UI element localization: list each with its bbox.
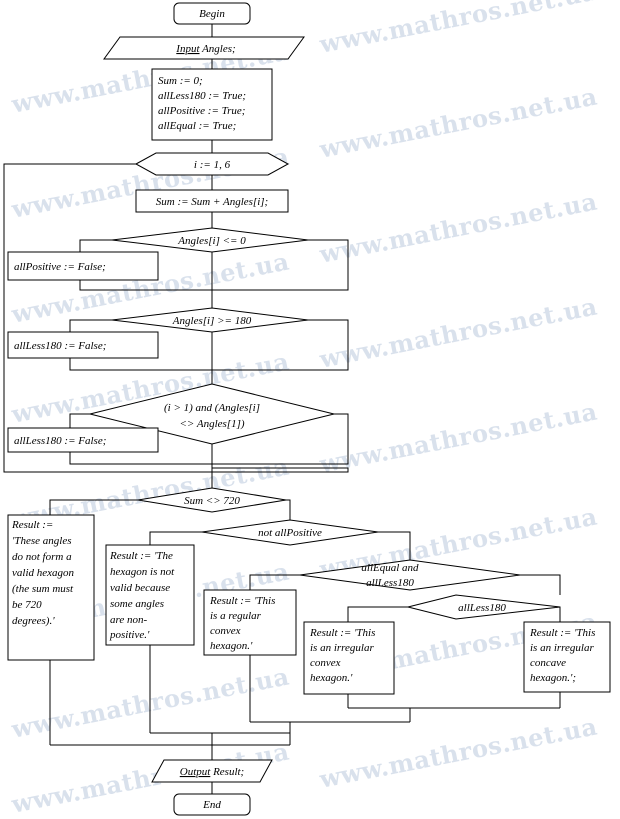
cond-less180-diamond: allLess180 bbox=[407, 594, 561, 620]
init-process: Sum := 0; allLess180 := True; allPositiv… bbox=[151, 68, 273, 141]
sum-process: Sum := Sum + Angles[i]; bbox=[135, 189, 289, 213]
begin-label: Begin bbox=[199, 8, 225, 20]
cond-ge180-label: Angles[i] >= 180 bbox=[172, 315, 252, 327]
init-line: allLess180 := True; bbox=[158, 90, 246, 102]
result-line: convex bbox=[310, 657, 341, 669]
cond-regular-label: allLess180 bbox=[366, 577, 414, 589]
end-terminal: End bbox=[173, 793, 251, 816]
result-line: are non- bbox=[110, 614, 148, 626]
init-line: allEqual := True; bbox=[158, 120, 236, 132]
result-invalid-sum-process: Result := 'These angles do not form a va… bbox=[7, 514, 95, 661]
result-line: valid hexagon bbox=[12, 567, 75, 579]
cond-regular-diamond: allEqual and allLess180 bbox=[299, 559, 521, 591]
result-line: concave bbox=[530, 657, 566, 669]
output-parallelogram: Output Result; bbox=[151, 759, 273, 783]
result-line: Result := 'The bbox=[109, 550, 173, 562]
cond-equal-label: (i > 1) and (Angles[i] bbox=[164, 402, 260, 414]
result-line: convex bbox=[210, 625, 241, 637]
result-line: hexagon.'; bbox=[530, 672, 576, 684]
cond-sum-label: Sum <> 720 bbox=[184, 495, 240, 507]
result-line: hexagon.' bbox=[310, 672, 353, 684]
result-line: some angles bbox=[110, 598, 164, 610]
result-irregular-convex-process: Result := 'This is an irregular convex h… bbox=[303, 621, 395, 695]
allpositive-false-process: allPositive := False; bbox=[7, 251, 159, 281]
input-rest: Angles; bbox=[200, 43, 236, 55]
result-line: valid because bbox=[110, 582, 170, 594]
input-label: Input Angles; bbox=[175, 43, 235, 55]
cond-notpositive-diamond: not allPositive bbox=[201, 519, 379, 546]
cond-less180-label: allLess180 bbox=[458, 602, 506, 614]
cond-regular-label: allEqual and bbox=[361, 562, 419, 574]
end-label: End bbox=[202, 799, 221, 811]
cond-le0-label: Angles[i] <= 0 bbox=[177, 235, 246, 247]
loop-label: i := 1, 6 bbox=[194, 159, 231, 171]
result-line: is an irregular bbox=[310, 642, 374, 654]
result-line: Result := 'This bbox=[309, 627, 375, 639]
result-line: do not form a bbox=[12, 551, 72, 563]
result-line: is an irregular bbox=[530, 642, 594, 654]
allpositive-false-label: allPositive := False; bbox=[14, 261, 106, 273]
allless180-false-label: allLess180 := False; bbox=[14, 340, 106, 352]
input-parallelogram: Input Angles; bbox=[103, 36, 305, 60]
cond-notpositive-label: not allPositive bbox=[258, 527, 322, 539]
result-line: (the sum must bbox=[12, 583, 74, 595]
result-irregular-concave-process: Result := 'This is an irregular concave … bbox=[523, 621, 611, 693]
result-line: hexagon.' bbox=[210, 640, 253, 652]
result-regular-process: Result := 'This is a regular convex hexa… bbox=[203, 589, 297, 656]
result-line: 'These angles bbox=[12, 535, 72, 547]
init-line: allPositive := True; bbox=[158, 105, 245, 117]
cond-equal-label: <> Angles[1]) bbox=[179, 418, 244, 430]
cond-ge180-diamond: Angles[i] >= 180 bbox=[111, 307, 309, 333]
result-nonpositive-process: Result := 'The hexagon is not valid beca… bbox=[105, 544, 195, 646]
result-line: degrees).' bbox=[12, 615, 55, 627]
output-label: Output Result; bbox=[180, 766, 244, 778]
output-keyword: Output bbox=[180, 766, 212, 778]
result-line: is a regular bbox=[210, 610, 262, 622]
result-line: hexagon is not bbox=[110, 566, 175, 578]
input-keyword: Input bbox=[175, 43, 200, 55]
connectors bbox=[3, 24, 561, 794]
result-line: positive.' bbox=[109, 629, 150, 641]
result-line: Result := bbox=[11, 519, 53, 531]
begin-terminal: Begin bbox=[173, 2, 251, 25]
sum-label: Sum := Sum + Angles[i]; bbox=[156, 196, 268, 208]
init-line: Sum := 0; bbox=[158, 75, 203, 87]
output-rest: Result; bbox=[210, 766, 244, 778]
cond-le0-diamond: Angles[i] <= 0 bbox=[111, 227, 309, 253]
cond-sum-diamond: Sum <> 720 bbox=[137, 487, 287, 513]
allless180-false-label: allLess180 := False; bbox=[14, 435, 106, 447]
result-line: Result := 'This bbox=[209, 595, 275, 607]
loop-hexagon: i := 1, 6 bbox=[134, 152, 290, 176]
result-line: be 720 bbox=[12, 599, 42, 611]
result-line: Result := 'This bbox=[529, 627, 595, 639]
allless180-false-process-2: allLess180 := False; bbox=[7, 427, 159, 453]
allless180-false-process-1: allLess180 := False; bbox=[7, 331, 159, 359]
